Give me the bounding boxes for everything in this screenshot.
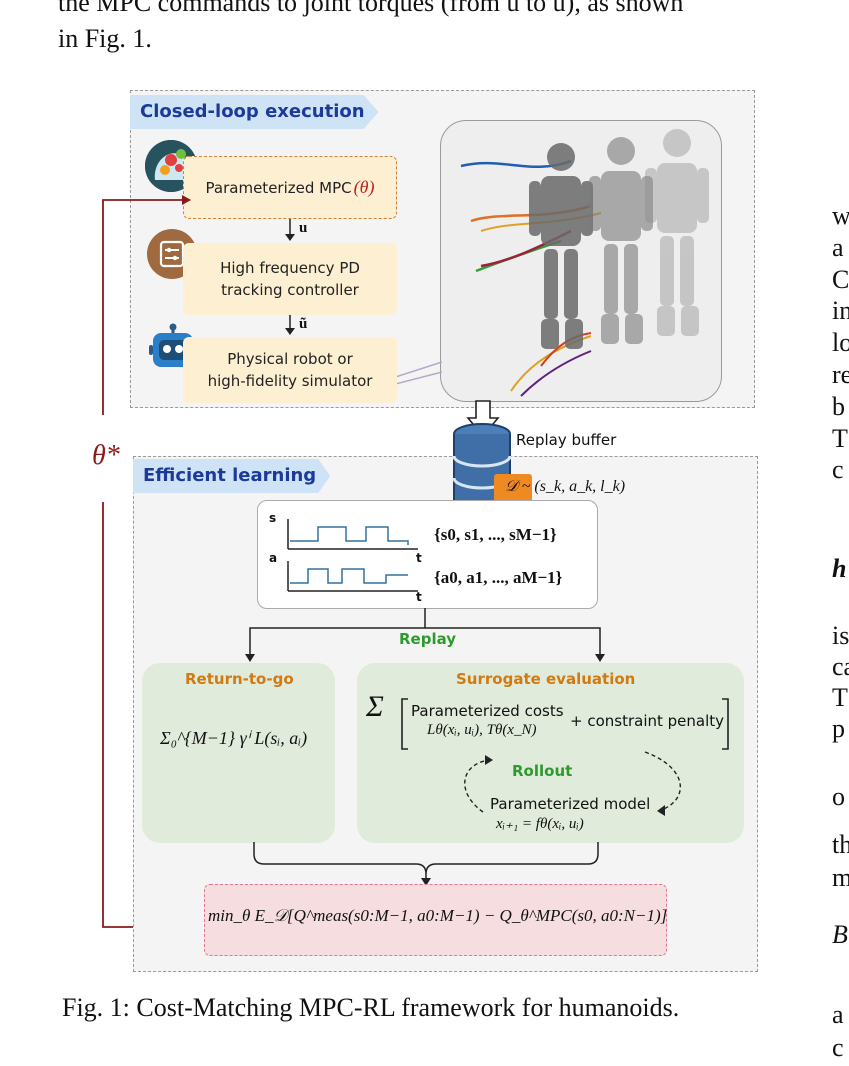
t-axis-label-bottom: t [416,590,422,604]
frag: T [832,683,848,712]
frag: a [832,232,844,262]
pd-controller-box: High frequency PD tracking controller [183,243,397,315]
right-column-fragments: w a C in lo re b T c [832,200,849,486]
right-column-fragments-3: th m [832,828,849,894]
s-axis-label: s [269,511,277,525]
robot-render-image [440,120,722,402]
step-signal-plots [287,519,418,592]
a-axis-label: a [269,551,278,565]
surrogate-evaluation-box [357,663,744,843]
merge-brace [253,842,599,886]
state-sequence: {s0, s1, ..., sM−1} [434,525,557,544]
action-sequence: {a0, a1, ..., aM−1} [434,568,563,587]
surrogate-title: Surrogate evaluation [456,670,636,688]
robot-simulator-box: Physical robot or high-fidelity simulato… [183,337,397,403]
frag: c [832,1033,844,1062]
frag: in [832,296,849,326]
u-tilde-label: ũ [299,316,308,332]
humanoid-robots-illustration [460,129,709,397]
sum-symbol: Σ [366,690,384,723]
t-axis-label-top: t [416,551,422,565]
frag: th [832,830,849,859]
parameterized-model-label: Parameterized model [490,795,651,813]
efficient-learning-tag: Efficient learning [133,459,331,493]
body-line-1: the MPC commands to joint torques (from … [58,0,684,17]
right-frag-heading: h [832,554,847,583]
arrow-down-u-tilde [285,315,295,335]
theta-star-label: θ* [92,440,120,471]
dataset-definition: 𝒟 ~ (s_k, a_k, l_k) [505,478,626,495]
replay-buffer-label: Replay buffer [516,431,617,449]
bracket-pair [401,698,729,750]
frag: ca [832,652,849,681]
arrow-down-u [285,219,295,241]
frag: C [832,264,849,294]
closed-loop-tag: Closed-loop execution [130,95,379,129]
parameterized-costs-label: Parameterized costs [411,702,564,720]
frag: a [832,1000,844,1029]
replay-label: Replay [399,630,457,648]
pd-line-1: High frequency PD [220,259,360,277]
return-to-go-formula: Σ₀^{M−1} γⁱ L(sᵢ, aᵢ) [160,728,308,748]
figure-caption: Fig. 1: Cost-Matching MPC-RL framework f… [62,993,680,1022]
objective-formula: min_θ E_𝒟[Q^meas(s0:M−1, a0:M−1) − Q_θ^M… [208,906,668,925]
cost-functions: Lθ(xᵢ, uᵢ), Tθ(x_N) [427,722,537,738]
replay-split-arrows [245,608,605,662]
frag: is [832,621,849,650]
return-to-go-box [142,663,335,843]
right-column-fragments-2: is ca T p [832,620,849,744]
frag: p [832,714,845,743]
pd-line-2: tracking controller [221,281,359,299]
frag: o [832,782,845,811]
frag: c [832,455,844,485]
frag: lo [832,328,849,358]
u-label: u [299,220,308,236]
frag: re [832,359,849,389]
frag: b [832,391,845,421]
constraint-penalty-label: + constraint penalty [570,712,725,730]
right-column-fragments-4: a c [832,998,844,1064]
rollout-cycle-arrows [464,751,682,816]
objective-box [204,884,667,956]
robot-line-2: high-fidelity simulator [207,372,373,390]
frag: m [832,863,849,892]
frag: w [832,201,849,230]
frag: T [832,423,848,453]
model-equation: xᵢ₊₁ = fθ(xᵢ, uᵢ) [496,816,584,832]
frag: B [832,920,848,949]
mpc-theta: (θ) [353,177,375,197]
mpc-label: Parameterized MPC [205,178,352,197]
robot-line-1: Physical robot or [227,350,353,368]
parameterized-mpc-box: Parameterized MPC (θ) [183,156,397,219]
rollout-label: Rollout [512,762,573,780]
return-to-go-title: Return-to-go [185,670,294,688]
body-line-2: in Fig. 1. [58,24,152,53]
